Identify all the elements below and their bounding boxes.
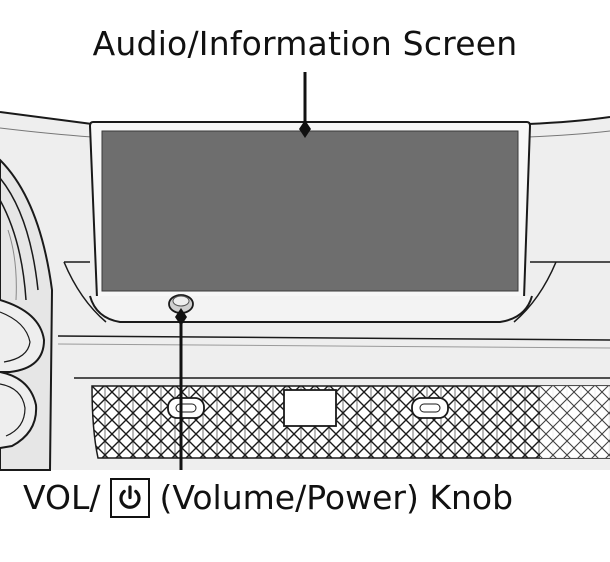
- power-icon: [110, 478, 151, 518]
- display-area: [101, 130, 519, 292]
- hazard-button: [283, 389, 337, 427]
- volume-knob: [168, 294, 194, 314]
- screen-callout-label: Audio/Information Screen: [92, 24, 518, 63]
- screen-leader-line: [299, 72, 311, 138]
- knob-callout-label: VOL/ (Volume/Power) Knob: [23, 478, 513, 518]
- knob-callout-suffix: (Volume/Power) Knob: [159, 478, 514, 517]
- steering-wheel-edge: [0, 299, 46, 373]
- screen-base: [89, 295, 533, 323]
- vent-grille: [91, 385, 610, 459]
- knob-leader-line: [175, 308, 187, 470]
- knob-callout-prefix: VOL/: [23, 478, 101, 517]
